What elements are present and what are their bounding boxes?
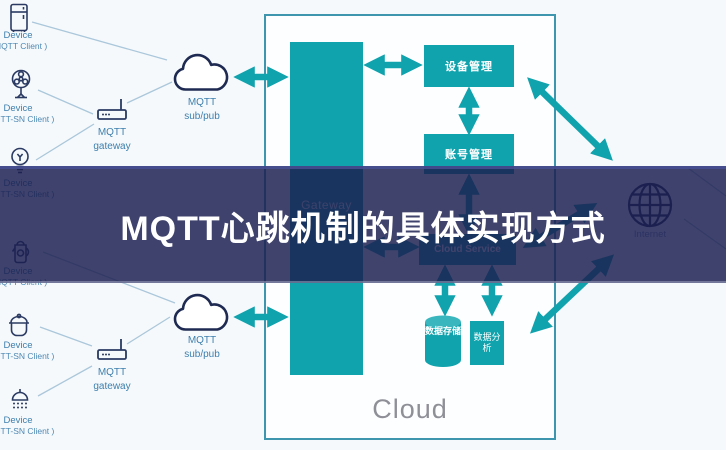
mqtt-subpub-bottom-label: MQTT sub/pub [184, 335, 220, 360]
device-6-label: Device ( MQTT-SN Client ) [0, 415, 55, 436]
page-title: MQTT心跳机制的具体实现方式 [120, 209, 606, 248]
cloud-caption: Cloud [372, 394, 448, 424]
fan-icon [11, 69, 31, 99]
shower-icon [11, 389, 29, 409]
device-2-label: Device ( MQTT-SN Client ) [0, 103, 55, 124]
pot-icon [9, 313, 29, 337]
title-banner: MQTT心跳机制的具体实现方式 [0, 166, 726, 283]
device-management-box: 设备管理 [424, 45, 514, 87]
router-top-icon [97, 99, 127, 120]
arrow-devicemgmt-internet [527, 77, 613, 161]
device-5-label: Device ( MQTT-SN Client ) [0, 340, 55, 361]
data-analysis-box: 数据分析 [470, 321, 504, 365]
mqtt-gateway-top-label: MQTT gateway [93, 127, 131, 152]
data-storage-label: 数据存储 [424, 326, 461, 336]
mqtt-cloud-bottom-icon [173, 293, 229, 331]
mqtt-cloud-top-icon [173, 53, 229, 91]
database-icon [425, 315, 461, 367]
mqtt-subpub-top-label: MQTT sub/pub [184, 97, 220, 122]
mqtt-gateway-bottom-label: MQTT gateway [93, 367, 131, 392]
device-1-label: Device ( MQTT Client ) [0, 30, 48, 51]
fridge-icon [10, 3, 28, 32]
router-bottom-icon [97, 339, 127, 360]
